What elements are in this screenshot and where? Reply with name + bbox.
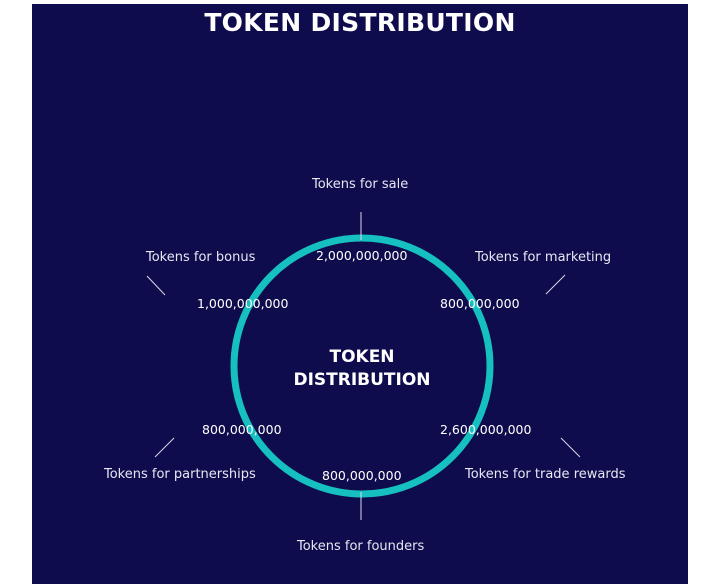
value-founders: 800,000,000 <box>322 468 402 483</box>
label-marketing: Tokens for marketing <box>475 250 612 265</box>
connector-partnerships <box>154 437 175 458</box>
label-founders: Tokens for founders <box>297 539 425 554</box>
distribution-ring <box>230 234 494 498</box>
connector-bonus <box>146 275 166 296</box>
label-partnerships: Tokens for partnerships <box>104 467 256 482</box>
center-line-2: DISTRIBUTION <box>293 370 431 390</box>
connector-marketing <box>545 274 566 295</box>
page-title: TOKEN DISTRIBUTION <box>204 8 516 37</box>
label-trade-rewards: Tokens for trade rewards <box>465 467 626 482</box>
value-trade-rewards: 2,600,000,000 <box>440 422 532 437</box>
value-marketing: 800,000,000 <box>440 296 520 311</box>
value-sale: 2,000,000,000 <box>316 248 408 263</box>
center-label: TOKEN DISTRIBUTION <box>262 346 462 392</box>
value-bonus: 1,000,000,000 <box>197 296 289 311</box>
label-sale: Tokens for sale <box>312 177 409 192</box>
value-partnerships: 800,000,000 <box>202 422 282 437</box>
label-bonus: Tokens for bonus <box>146 250 256 265</box>
center-line-1: TOKEN <box>329 347 395 367</box>
connector-trade-rewards <box>560 437 581 458</box>
diagram-background <box>32 4 688 584</box>
